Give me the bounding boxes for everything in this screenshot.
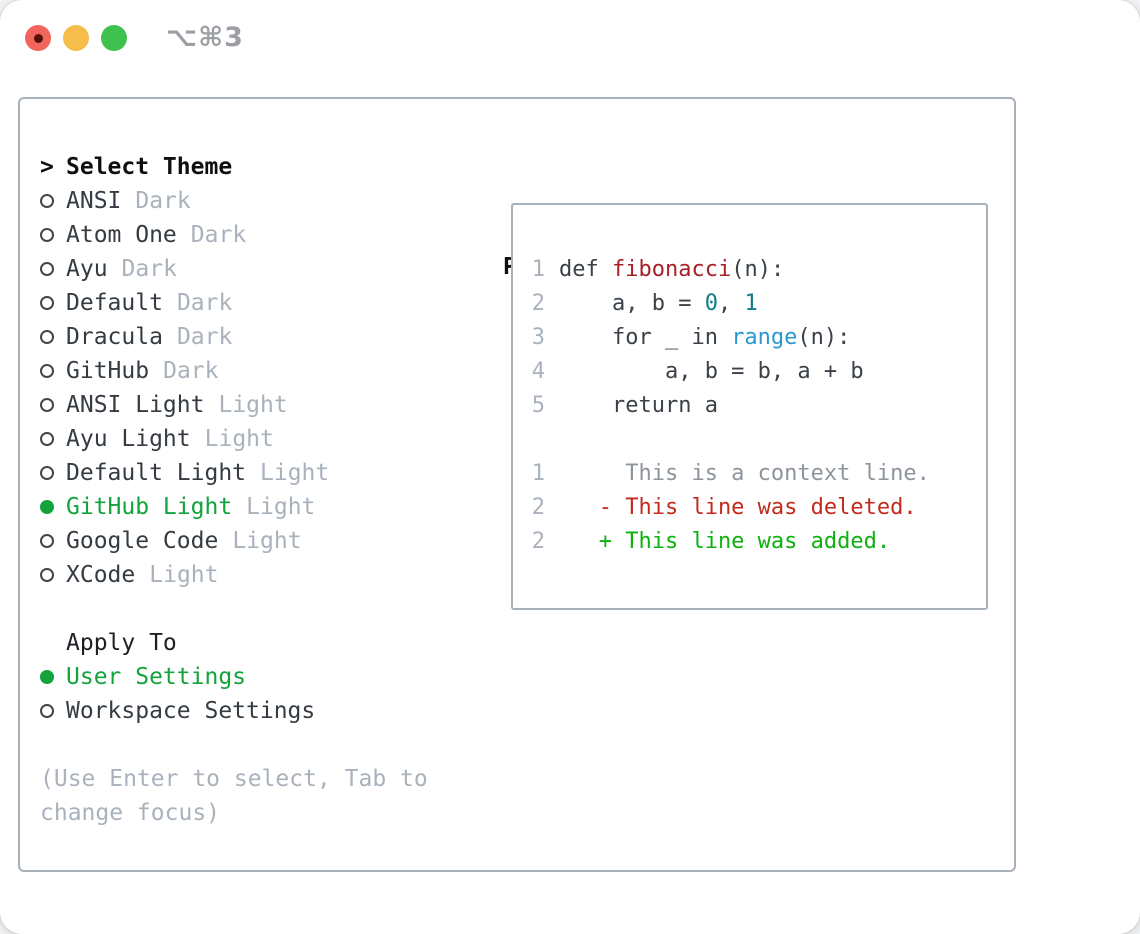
theme-option-name: Default Light [66, 460, 247, 486]
code-line-content: a, b = b, a + b [559, 358, 864, 384]
theme-option-name: GitHub Light [66, 494, 233, 520]
theme-option-name: Ayu [66, 256, 108, 282]
code-line: 5 return a [513, 388, 986, 422]
radio-selected-icon [40, 670, 54, 684]
code-line-content: def fibonacci(n): [559, 256, 785, 282]
theme-option-name: GitHub [66, 358, 150, 384]
theme-option-ayu-light[interactable]: Ayu Light Light [40, 422, 428, 456]
theme-option-default-light[interactable]: Default Light Light [40, 456, 428, 490]
theme-option-variant: Light [218, 392, 288, 418]
radio-unselected-icon [40, 262, 54, 276]
radio-unselected-icon [40, 228, 54, 242]
keyboard-hint-line-1: (Use Enter to select, Tab to [40, 762, 428, 796]
radio-unselected-icon [40, 466, 54, 480]
line-number: 1 [531, 256, 545, 282]
line-number: 1 [531, 460, 545, 486]
code-line: 2 - This line was deleted. [513, 490, 986, 524]
theme-option-ansi-light[interactable]: ANSI Light Light [40, 388, 428, 422]
theme-option-github[interactable]: GitHub Dark [40, 354, 428, 388]
close-button[interactable] [25, 25, 51, 51]
radio-unselected-icon [40, 330, 54, 344]
code-line-content: - This line was deleted. [559, 494, 917, 520]
theme-option-atom-one[interactable]: Atom One Dark [40, 218, 428, 252]
theme-option-variant: Dark [121, 256, 177, 282]
code-line-content: This is a context line. [559, 460, 930, 486]
theme-option-variant: Light [260, 460, 330, 486]
radio-unselected-icon [40, 296, 54, 310]
theme-option-name: Google Code [66, 528, 219, 554]
radio-unselected-icon [40, 432, 54, 446]
radio-unselected-icon [40, 398, 54, 412]
code-line: 4 a, b = b, a + b [513, 354, 986, 388]
line-number: 3 [531, 324, 545, 350]
theme-option-name: Ayu Light [66, 426, 191, 452]
code-line: 1 This is a context line. [513, 456, 986, 490]
apply-option-name: User Settings [66, 664, 247, 690]
theme-option-variant: Dark [176, 324, 233, 350]
apply-to-header: Apply To [40, 626, 428, 660]
spacer-row [40, 592, 428, 626]
theme-option-variant: Light [232, 528, 302, 554]
theme-list-title: Select Theme [66, 154, 233, 180]
theme-option-name: Dracula [66, 324, 163, 350]
apply-option-name: Workspace Settings [66, 698, 316, 724]
keyboard-hint-text: (Use Enter to select, Tab to [40, 766, 428, 792]
theme-option-variant: Light [149, 562, 219, 588]
line-number: 2 [531, 494, 545, 520]
minimize-button[interactable] [63, 25, 89, 51]
theme-list-header: > Select Theme [40, 150, 428, 184]
theme-option-variant: Dark [135, 188, 191, 214]
apply-option-workspace-settings[interactable]: Workspace Settings [40, 694, 428, 728]
theme-option-variant: Light [204, 426, 274, 452]
theme-option-variant: Dark [163, 358, 219, 384]
line-number: 5 [531, 392, 545, 418]
line-number: 2 [531, 528, 545, 554]
code-line-content: a, b = 0, 1 [559, 290, 758, 316]
radio-unselected-icon [40, 364, 54, 378]
theme-option-name: Default [66, 290, 163, 316]
code-line-content: + This line was added. [559, 528, 891, 554]
zoom-button[interactable] [101, 25, 127, 51]
theme-option-google-code[interactable]: Google Code Light [40, 524, 428, 558]
theme-option-ansi[interactable]: ANSI Dark [40, 184, 428, 218]
theme-option-variant: Light [246, 494, 316, 520]
keyboard-hint-line-2: change focus) [40, 796, 428, 830]
theme-option-dracula[interactable]: Dracula Dark [40, 320, 428, 354]
theme-option-name: ANSI Light [66, 392, 205, 418]
theme-option-name: Atom One [66, 222, 177, 248]
keyboard-hint-text: change focus) [40, 800, 221, 826]
theme-option-xcode[interactable]: XCode Light [40, 558, 428, 592]
code-blank-line [513, 422, 986, 456]
radio-unselected-icon [40, 194, 54, 208]
radio-unselected-icon [40, 704, 54, 718]
focus-caret-icon: > [40, 154, 54, 180]
code-line: 2 a, b = 0, 1 [513, 286, 986, 320]
code-line: 2 + This line was added. [513, 524, 986, 558]
radio-unselected-icon [40, 534, 54, 548]
theme-option-name: ANSI [66, 188, 122, 214]
code-line-content: for _ in range(n): [559, 324, 851, 350]
code-line-content: return a [559, 392, 718, 418]
theme-option-github-light[interactable]: GitHub Light Light [40, 490, 428, 524]
theme-option-ayu[interactable]: Ayu Dark [40, 252, 428, 286]
radio-unselected-icon [40, 568, 54, 582]
code-line: 3 for _ in range(n): [513, 320, 986, 354]
window-shortcut-label: ⌥⌘3 [166, 22, 244, 53]
line-number: 4 [531, 358, 545, 384]
theme-option-name: XCode [66, 562, 136, 588]
spacer-row [40, 728, 428, 762]
code-line: 1 def fibonacci(n): [513, 252, 986, 286]
theme-option-variant: Dark [176, 290, 233, 316]
apply-option-user-settings[interactable]: User Settings [40, 660, 428, 694]
theme-option-variant: Dark [190, 222, 247, 248]
radio-selected-icon [40, 500, 54, 514]
apply-to-title: Apply To [66, 630, 177, 656]
line-number: 2 [531, 290, 545, 316]
theme-option-default[interactable]: Default Dark [40, 286, 428, 320]
